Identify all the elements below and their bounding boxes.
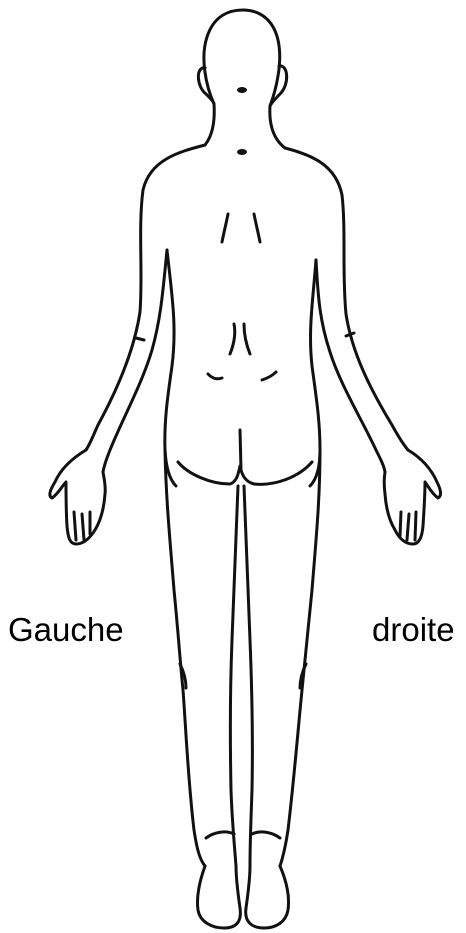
right-hand <box>384 450 440 544</box>
left-leg-inner <box>230 486 238 866</box>
head-mark <box>237 87 247 93</box>
right-scapula-mark <box>254 214 260 242</box>
left-leg-outer <box>165 450 205 866</box>
label-right-side: droite <box>372 613 455 646</box>
right-arm-inner <box>316 260 385 472</box>
left-elbow-mark <box>136 338 144 340</box>
right-arm-outer <box>285 148 408 450</box>
right-leg-outer <box>280 450 320 866</box>
torso-left <box>165 250 176 486</box>
right-ankle-mark <box>252 832 280 838</box>
right-leg-inner <box>244 486 252 866</box>
left-scapula-mark <box>222 214 228 242</box>
gluteal-cleft <box>240 430 241 470</box>
neck-mark <box>237 149 247 155</box>
buttocks-curve <box>178 462 312 484</box>
right-fingers <box>400 512 416 540</box>
left-lumbar-mark <box>208 374 222 379</box>
neck-left <box>205 104 214 145</box>
left-hand <box>50 450 105 544</box>
right-lumbar-mark <box>262 372 276 380</box>
spine-mark <box>230 324 250 354</box>
right-foot <box>246 866 289 928</box>
neck-right <box>270 106 285 148</box>
left-fingers <box>74 512 90 540</box>
left-arm-outer <box>86 145 205 450</box>
label-left-side: Gauche <box>8 613 124 646</box>
left-ankle-mark <box>206 832 234 838</box>
left-foot <box>197 866 240 928</box>
left-arm-inner <box>103 250 167 472</box>
right-elbow-mark <box>346 333 354 336</box>
